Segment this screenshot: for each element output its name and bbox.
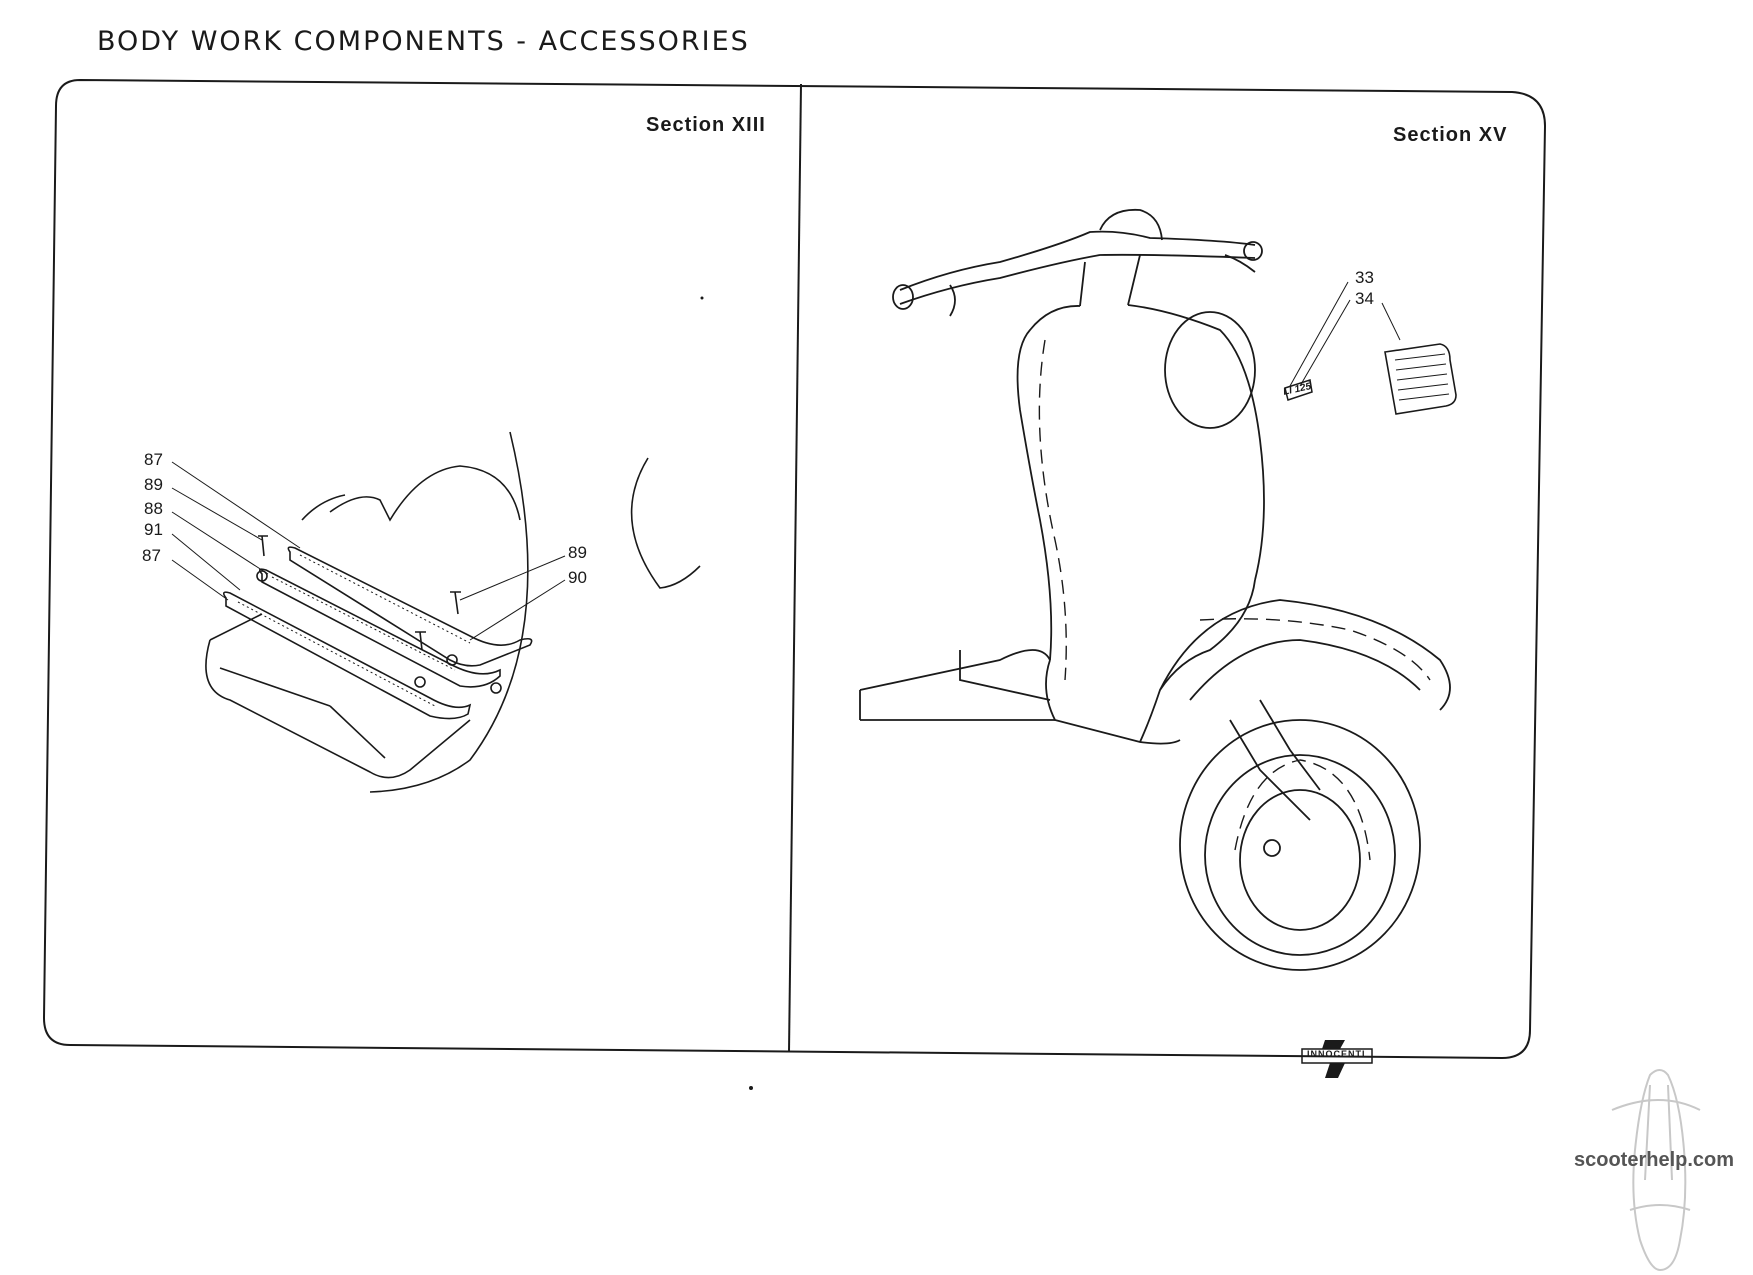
label-tag: [1384, 343, 1457, 415]
callout-89-left: 89: [144, 475, 163, 494]
vespa-scooter-icon: [1611, 1069, 1701, 1272]
callout-89-right: 89: [568, 543, 587, 562]
callout-91: 91: [144, 520, 163, 539]
outer-frame: [42, 78, 1547, 1060]
panel-divider: [788, 83, 802, 1053]
scooter-drawing: [859, 208, 1451, 971]
callout-90: 90: [568, 568, 587, 587]
section-xiii-label: Section XIII: [646, 114, 766, 136]
page-title: BODY WORK COMPONENTS - ACCESSORIES: [97, 26, 750, 57]
section-xv-label: Section XV: [1393, 124, 1508, 146]
callout-34: 34: [1355, 289, 1374, 308]
callout-88: 88: [144, 499, 163, 518]
floorboard-drawing: [171, 431, 701, 793]
callout-87-top: 87: [144, 450, 163, 469]
innocenti-logo-icon: [1301, 1040, 1373, 1078]
innocenti-brand-text: INNOCENTI: [1307, 1049, 1366, 1059]
callout-87-bottom: 87: [142, 546, 161, 565]
callout-33: 33: [1355, 268, 1374, 287]
watermark-text: scooterhelp.com: [1574, 1149, 1735, 1171]
